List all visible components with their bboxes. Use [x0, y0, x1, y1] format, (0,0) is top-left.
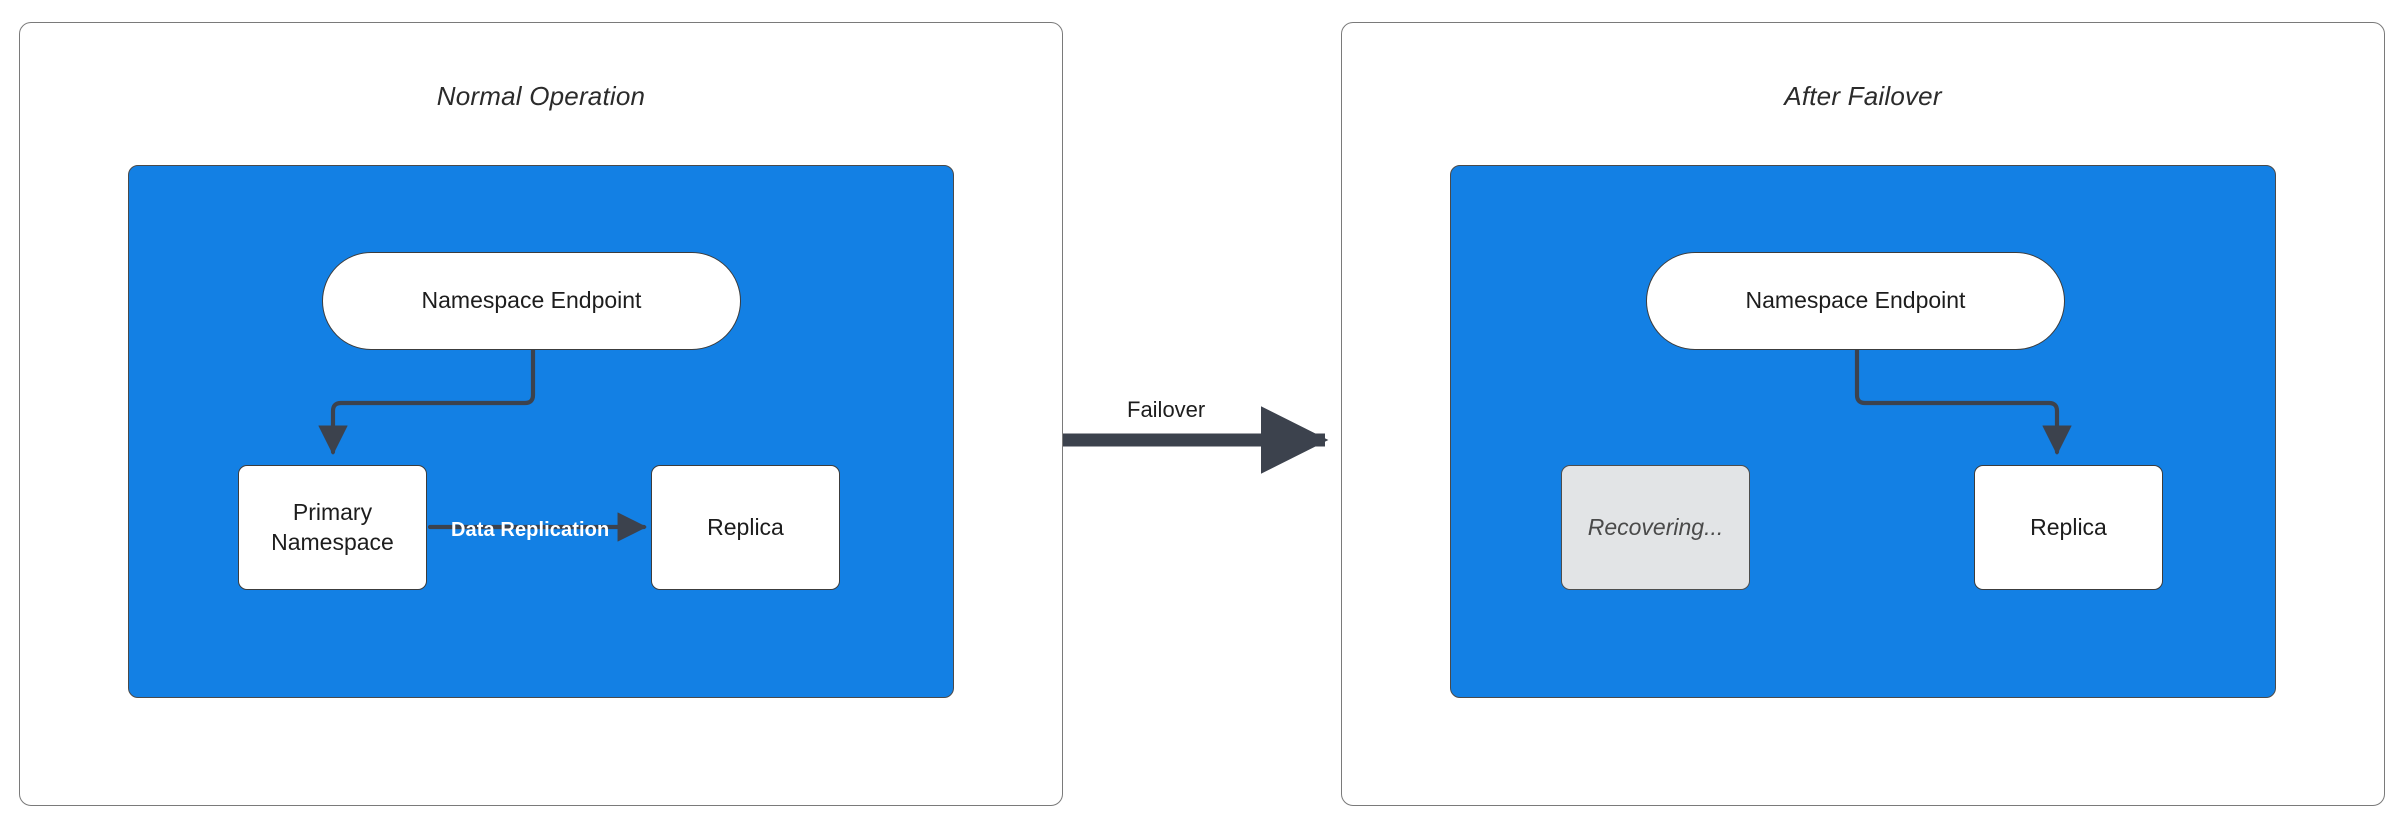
node-label-multiline: Primary Namespace	[271, 498, 394, 557]
panel-title-after-failover: After Failover	[1784, 81, 1942, 111]
edge-label-data-replication: Data Replication	[451, 519, 610, 541]
node-label-line2: Namespace	[271, 528, 394, 555]
node-replica-left[interactable]: Replica	[651, 465, 840, 590]
node-label: Recovering...	[1587, 513, 1724, 540]
node-label: Replica	[2030, 513, 2107, 540]
region-normal-operation	[128, 165, 954, 698]
edge-label-failover: Failover	[1127, 397, 1206, 422]
panel-title-normal-operation: Normal Operation	[436, 81, 646, 111]
node-namespace-endpoint-right[interactable]: Namespace Endpoint	[1646, 252, 2065, 350]
node-namespace-endpoint-left[interactable]: Namespace Endpoint	[322, 252, 741, 350]
node-primary-namespace[interactable]: Primary Namespace	[238, 465, 427, 590]
node-replica-right[interactable]: Replica	[1974, 465, 2163, 590]
region-after-failover	[1450, 165, 2276, 698]
node-label: Namespace Endpoint	[1745, 287, 1966, 314]
node-label: Namespace Endpoint	[421, 287, 642, 314]
node-recovering[interactable]: Recovering...	[1561, 465, 1750, 590]
node-label-line1: Primary	[292, 499, 373, 526]
node-label: Replica	[707, 513, 784, 540]
